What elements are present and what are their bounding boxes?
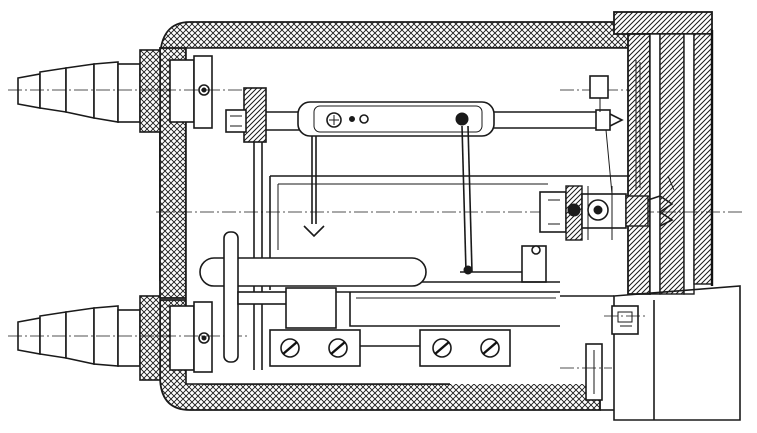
screw-icon xyxy=(432,338,452,358)
upper-hose-fitting-icon xyxy=(17,49,213,133)
inner-frame xyxy=(253,142,630,370)
lower-cylinder xyxy=(199,231,427,363)
front-panel-icon xyxy=(560,11,741,421)
lower-hose-fitting-icon xyxy=(17,295,213,381)
screw-icon xyxy=(328,338,348,358)
bourdon-tube-icon xyxy=(297,75,624,137)
linkage-rod-icon xyxy=(303,125,613,283)
terminal-strip-icon xyxy=(269,329,511,367)
gear-mechanism-icon xyxy=(539,185,649,241)
screw-icon xyxy=(280,338,300,358)
mounting-bracket-icon xyxy=(225,87,301,143)
spiral-spring-icon xyxy=(635,60,675,227)
screw-icon xyxy=(480,338,500,358)
